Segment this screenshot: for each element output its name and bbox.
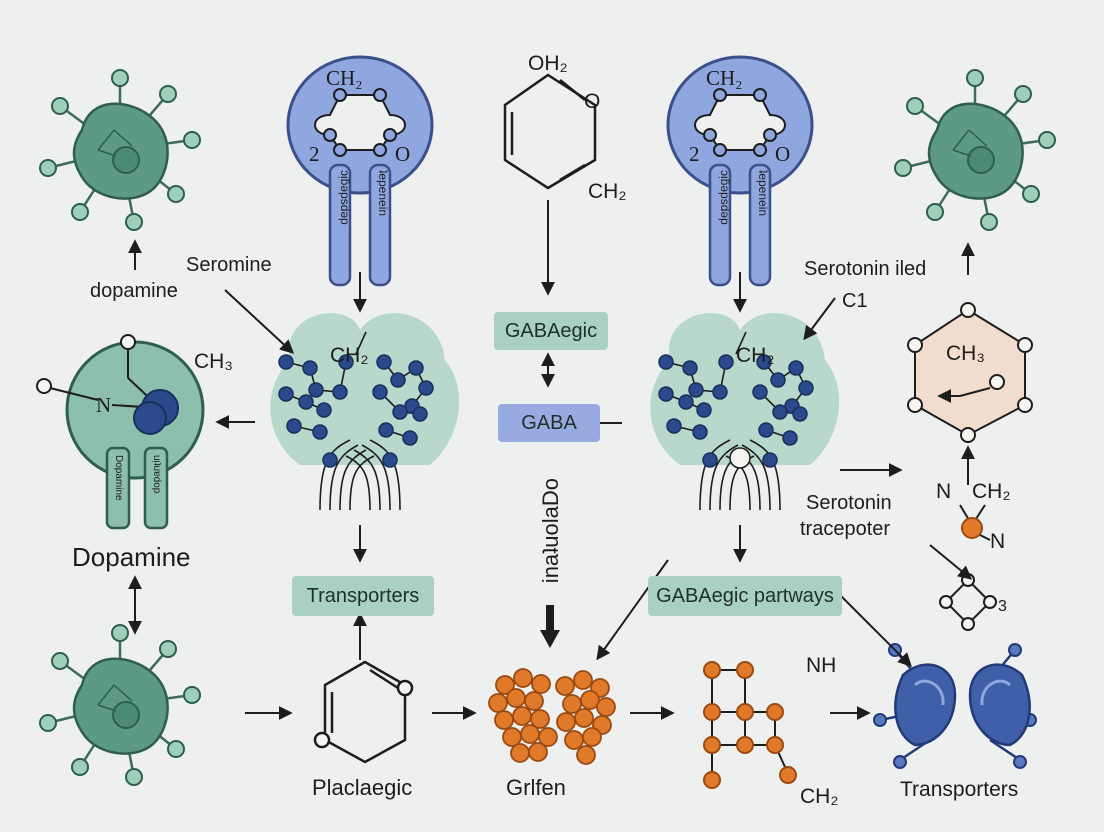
- amine-n1: N: [936, 480, 952, 503]
- vesicle-open-circle: [729, 447, 751, 469]
- label-vertical: inaʇuolaDo: [538, 478, 563, 584]
- label-placlaegic: Placlaegic: [312, 775, 413, 800]
- box-gaba: GABA: [498, 404, 600, 442]
- receptor-left-label-b: ʇepenein: [376, 170, 390, 217]
- label-c1: C1: [842, 290, 868, 312]
- label-dopamine-small: dopamine: [90, 280, 178, 302]
- hexagon-ch3: CH₃: [946, 342, 985, 365]
- receptor-right-ch2: CH₂: [706, 66, 743, 90]
- dopamine-receptor-label-b: uᴉʇuɐdop: [151, 455, 162, 494]
- receptor-left-ch2: CH₂: [326, 66, 363, 90]
- vesicle-right-ch2: CH₂: [736, 344, 775, 367]
- receptor-left: [286, 55, 434, 287]
- receptor-right-label-a: ɔᴉƃəpsdǝp: [718, 170, 732, 225]
- receptor-right: [666, 55, 814, 287]
- amine-ch2: CH₂: [972, 480, 1011, 503]
- label-serotonin: Serotonin: [806, 492, 892, 514]
- dopamine-receptor-label-a: Dopamine: [113, 455, 124, 501]
- vesicle-left: [269, 312, 460, 511]
- ring-o-right: O: [584, 90, 601, 113]
- ring-bottom-left: [313, 660, 414, 764]
- neuron-top-left: [38, 68, 202, 232]
- label-serotonin-iled: Serotonin iled: [804, 258, 927, 280]
- amine-n2: N: [990, 530, 1006, 553]
- dopamine-receptor-n: N: [96, 393, 112, 417]
- receptor-left-o: O: [395, 142, 411, 166]
- hexagon-right: [907, 302, 1033, 443]
- neuron-top-right: [893, 68, 1057, 232]
- lattice-nh: NH: [806, 654, 837, 677]
- transporter-proteins: [873, 643, 1037, 769]
- label-tracepoter: tracepoter: [800, 518, 891, 540]
- receptor-left-label-a: ɔᴉƃəpsdǝp: [338, 170, 352, 225]
- arrows: [128, 200, 975, 720]
- small-ring-subscript: 3: [998, 598, 1007, 615]
- vesicle-right: [649, 312, 840, 511]
- receptor-left-2: 2: [309, 142, 320, 166]
- thick-down-arrow: [540, 605, 560, 648]
- label-grlfen: Grlfen: [506, 775, 566, 800]
- lattice-ch2: CH₂: [800, 785, 839, 808]
- small-ring: [939, 573, 997, 631]
- label-transporters-bottom: Transporters: [900, 778, 1019, 801]
- ring-top-middle: [503, 73, 597, 190]
- orange-lattice: [703, 661, 797, 789]
- neuron-bottom-left: [38, 623, 202, 787]
- dopamine-receptor-ch3: CH₃: [194, 350, 233, 373]
- receptor-right-label-b: ʇepenein: [756, 170, 770, 217]
- receptor-right-o: O: [775, 142, 791, 166]
- ring-ch2-label: CH₂: [588, 180, 627, 203]
- label-seromine: Seromine: [186, 254, 272, 276]
- receptor-right-2: 2: [689, 142, 700, 166]
- amine-molecule: [959, 504, 991, 541]
- orange-cluster: [488, 668, 616, 765]
- dopamine-receptor: [36, 334, 205, 530]
- oh2-label: OH₂: [528, 52, 568, 75]
- label-dopamine-big: Dopamine: [72, 542, 191, 572]
- box-transporters: Transporters: [292, 576, 434, 616]
- box-gabaegic: GABAegic: [494, 312, 608, 350]
- box-gabaegic-partways: GABAegic partways: [648, 576, 842, 616]
- vesicle-left-ch2: CH₂: [330, 344, 369, 367]
